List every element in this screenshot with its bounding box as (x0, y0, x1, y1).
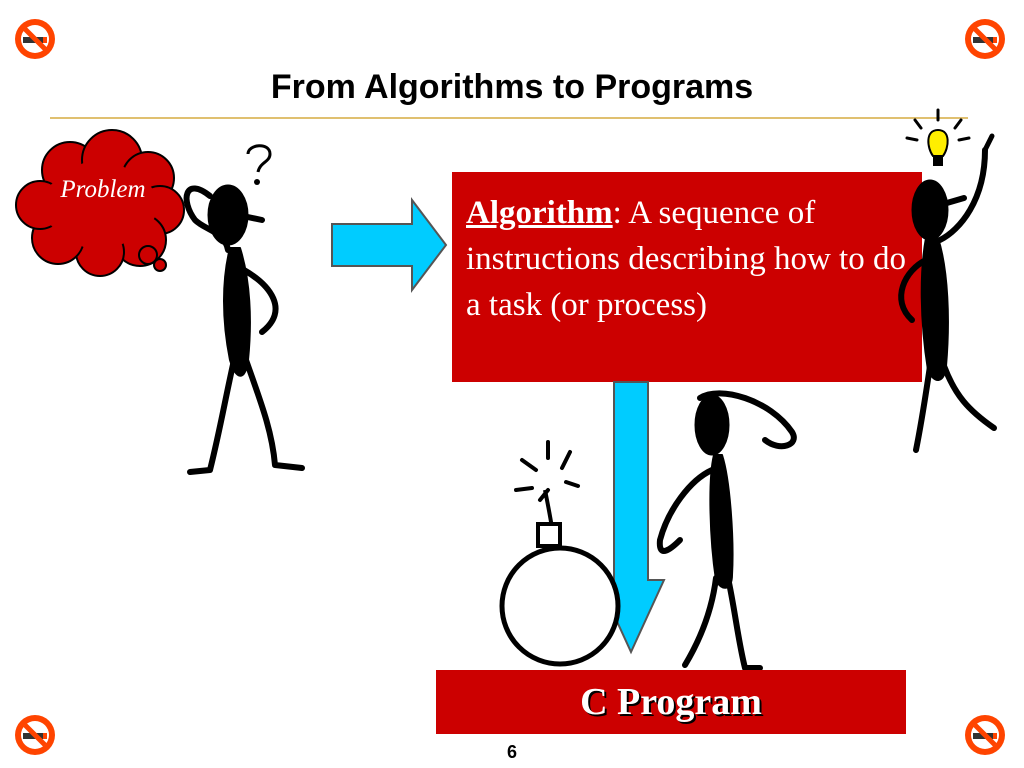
algorithm-definition: A sequence of instructions describing ho… (466, 195, 906, 323)
c-program-box: C Program (436, 670, 906, 734)
no-smoking-icon (15, 19, 55, 59)
no-smoking-icon (15, 715, 55, 755)
problem-label: Problem (60, 176, 146, 203)
title-divider (50, 117, 968, 119)
c-program-label: C Program (580, 681, 762, 723)
page-number: 6 (506, 742, 517, 762)
no-smoking-icon (965, 19, 1005, 59)
question-mark-icon (246, 144, 272, 185)
algorithm-definition-box: Algorithm: A sequence of instructions de… (452, 172, 922, 382)
algorithm-term: Algorithm (466, 195, 613, 231)
slide-title: From Algorithms to Programs (270, 68, 754, 106)
no-smoking-icon (965, 715, 1005, 755)
right-arrow (331, 197, 448, 293)
light-bulb-icon (905, 108, 971, 166)
algorithm-separator: : (612, 195, 622, 231)
